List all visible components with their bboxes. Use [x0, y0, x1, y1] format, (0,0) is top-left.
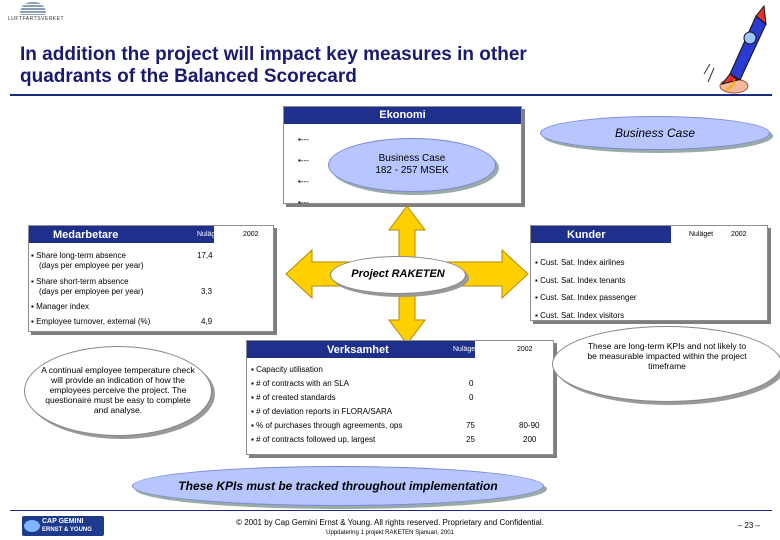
rocket-icon	[703, 4, 767, 94]
footer-divider	[10, 510, 772, 511]
table-row: Employee turnover, external (%)	[31, 317, 150, 326]
footer-subline: Uppdatering 1 projekt RAKETEN Sjanuari, …	[326, 530, 454, 536]
business-case-label: Business Case	[614, 126, 696, 140]
table-row: # of deviation reports in FLORA/SARA	[251, 407, 392, 416]
medarbetare-header: Medarbetare Nuläget	[29, 226, 221, 243]
business-case-cloud: Business Case	[540, 116, 770, 150]
table-row: Share long-term absence(days per employe…	[31, 251, 191, 271]
logo-text: LUFTFARTSVERKET	[8, 16, 65, 22]
ekonomi-header: Ekonomi	[284, 107, 521, 124]
business-case-value-cloud: Business Case 182 - 257 MSEK	[328, 138, 496, 192]
project-label: Project RAKETEN	[351, 268, 445, 280]
kunder-col-now: Nuläget	[689, 231, 714, 238]
kunder-box: Kunder Nuläget 2002 Cust. Sat. Index air…	[530, 225, 768, 321]
kunder-header: Kunder	[531, 226, 671, 243]
verksamhet-header: Verksamhet Nuläget	[247, 341, 477, 358]
verksamhet-col-2002: 2002	[517, 346, 533, 353]
title-divider	[10, 94, 772, 96]
list-item: Cust. Sat. Index airlines	[535, 254, 637, 272]
table-row: Capacity utilisation	[251, 365, 323, 374]
project-raketen-cloud: Project RAKETEN	[330, 256, 466, 294]
list-item: Cust. Sat. Index visitors	[535, 307, 637, 325]
verksamhet-box: Verksamhet Nuläget 2002 Capacity utilisa…	[246, 340, 554, 455]
table-row: # of contracts with an SLA	[251, 379, 349, 388]
table-row: % of purchases through agreements, ops	[251, 421, 402, 430]
page-number: – 23 –	[737, 521, 760, 530]
business-case-value: Business Case 182 - 257 MSEK	[375, 153, 449, 176]
table-row: # of created standards	[251, 393, 336, 402]
luftfartsverket-logo: LUFTFARTSVERKET	[8, 2, 64, 24]
employee-temperature-note: A continual employee temperature check w…	[24, 346, 212, 436]
copyright-text: © 2001 by Cap Gemini Ernst & Young. All …	[236, 518, 544, 527]
table-row: # of contracts followed up, largest	[251, 435, 375, 444]
kunder-col-2002: 2002	[731, 231, 747, 238]
medarbetare-box: Medarbetare Nuläget 2002 Share long-term…	[28, 225, 274, 332]
page-title: In addition the project will impact key …	[20, 44, 527, 87]
kunder-list: Cust. Sat. Index airlines Cust. Sat. Ind…	[535, 254, 637, 324]
list-item: Cust. Sat. Index tenants	[535, 272, 637, 290]
tracking-banner: These KPIs must be tracked throughout im…	[132, 466, 544, 506]
table-row: Share short-term absence(days per employ…	[31, 277, 191, 297]
long-term-kpi-note: These are long-term KPIs and not likely …	[552, 326, 780, 402]
table-row: Manager index	[31, 302, 89, 311]
medarbetare-col-2002: 2002	[243, 231, 259, 238]
cap-gemini-logo: CAP GEMINI ERNST & YOUNG	[22, 516, 104, 536]
ekonomi-list: ▪--- ▪--- ▪--- ▪---	[298, 135, 309, 207]
list-item: Cust. Sat. Index passenger	[535, 289, 637, 307]
